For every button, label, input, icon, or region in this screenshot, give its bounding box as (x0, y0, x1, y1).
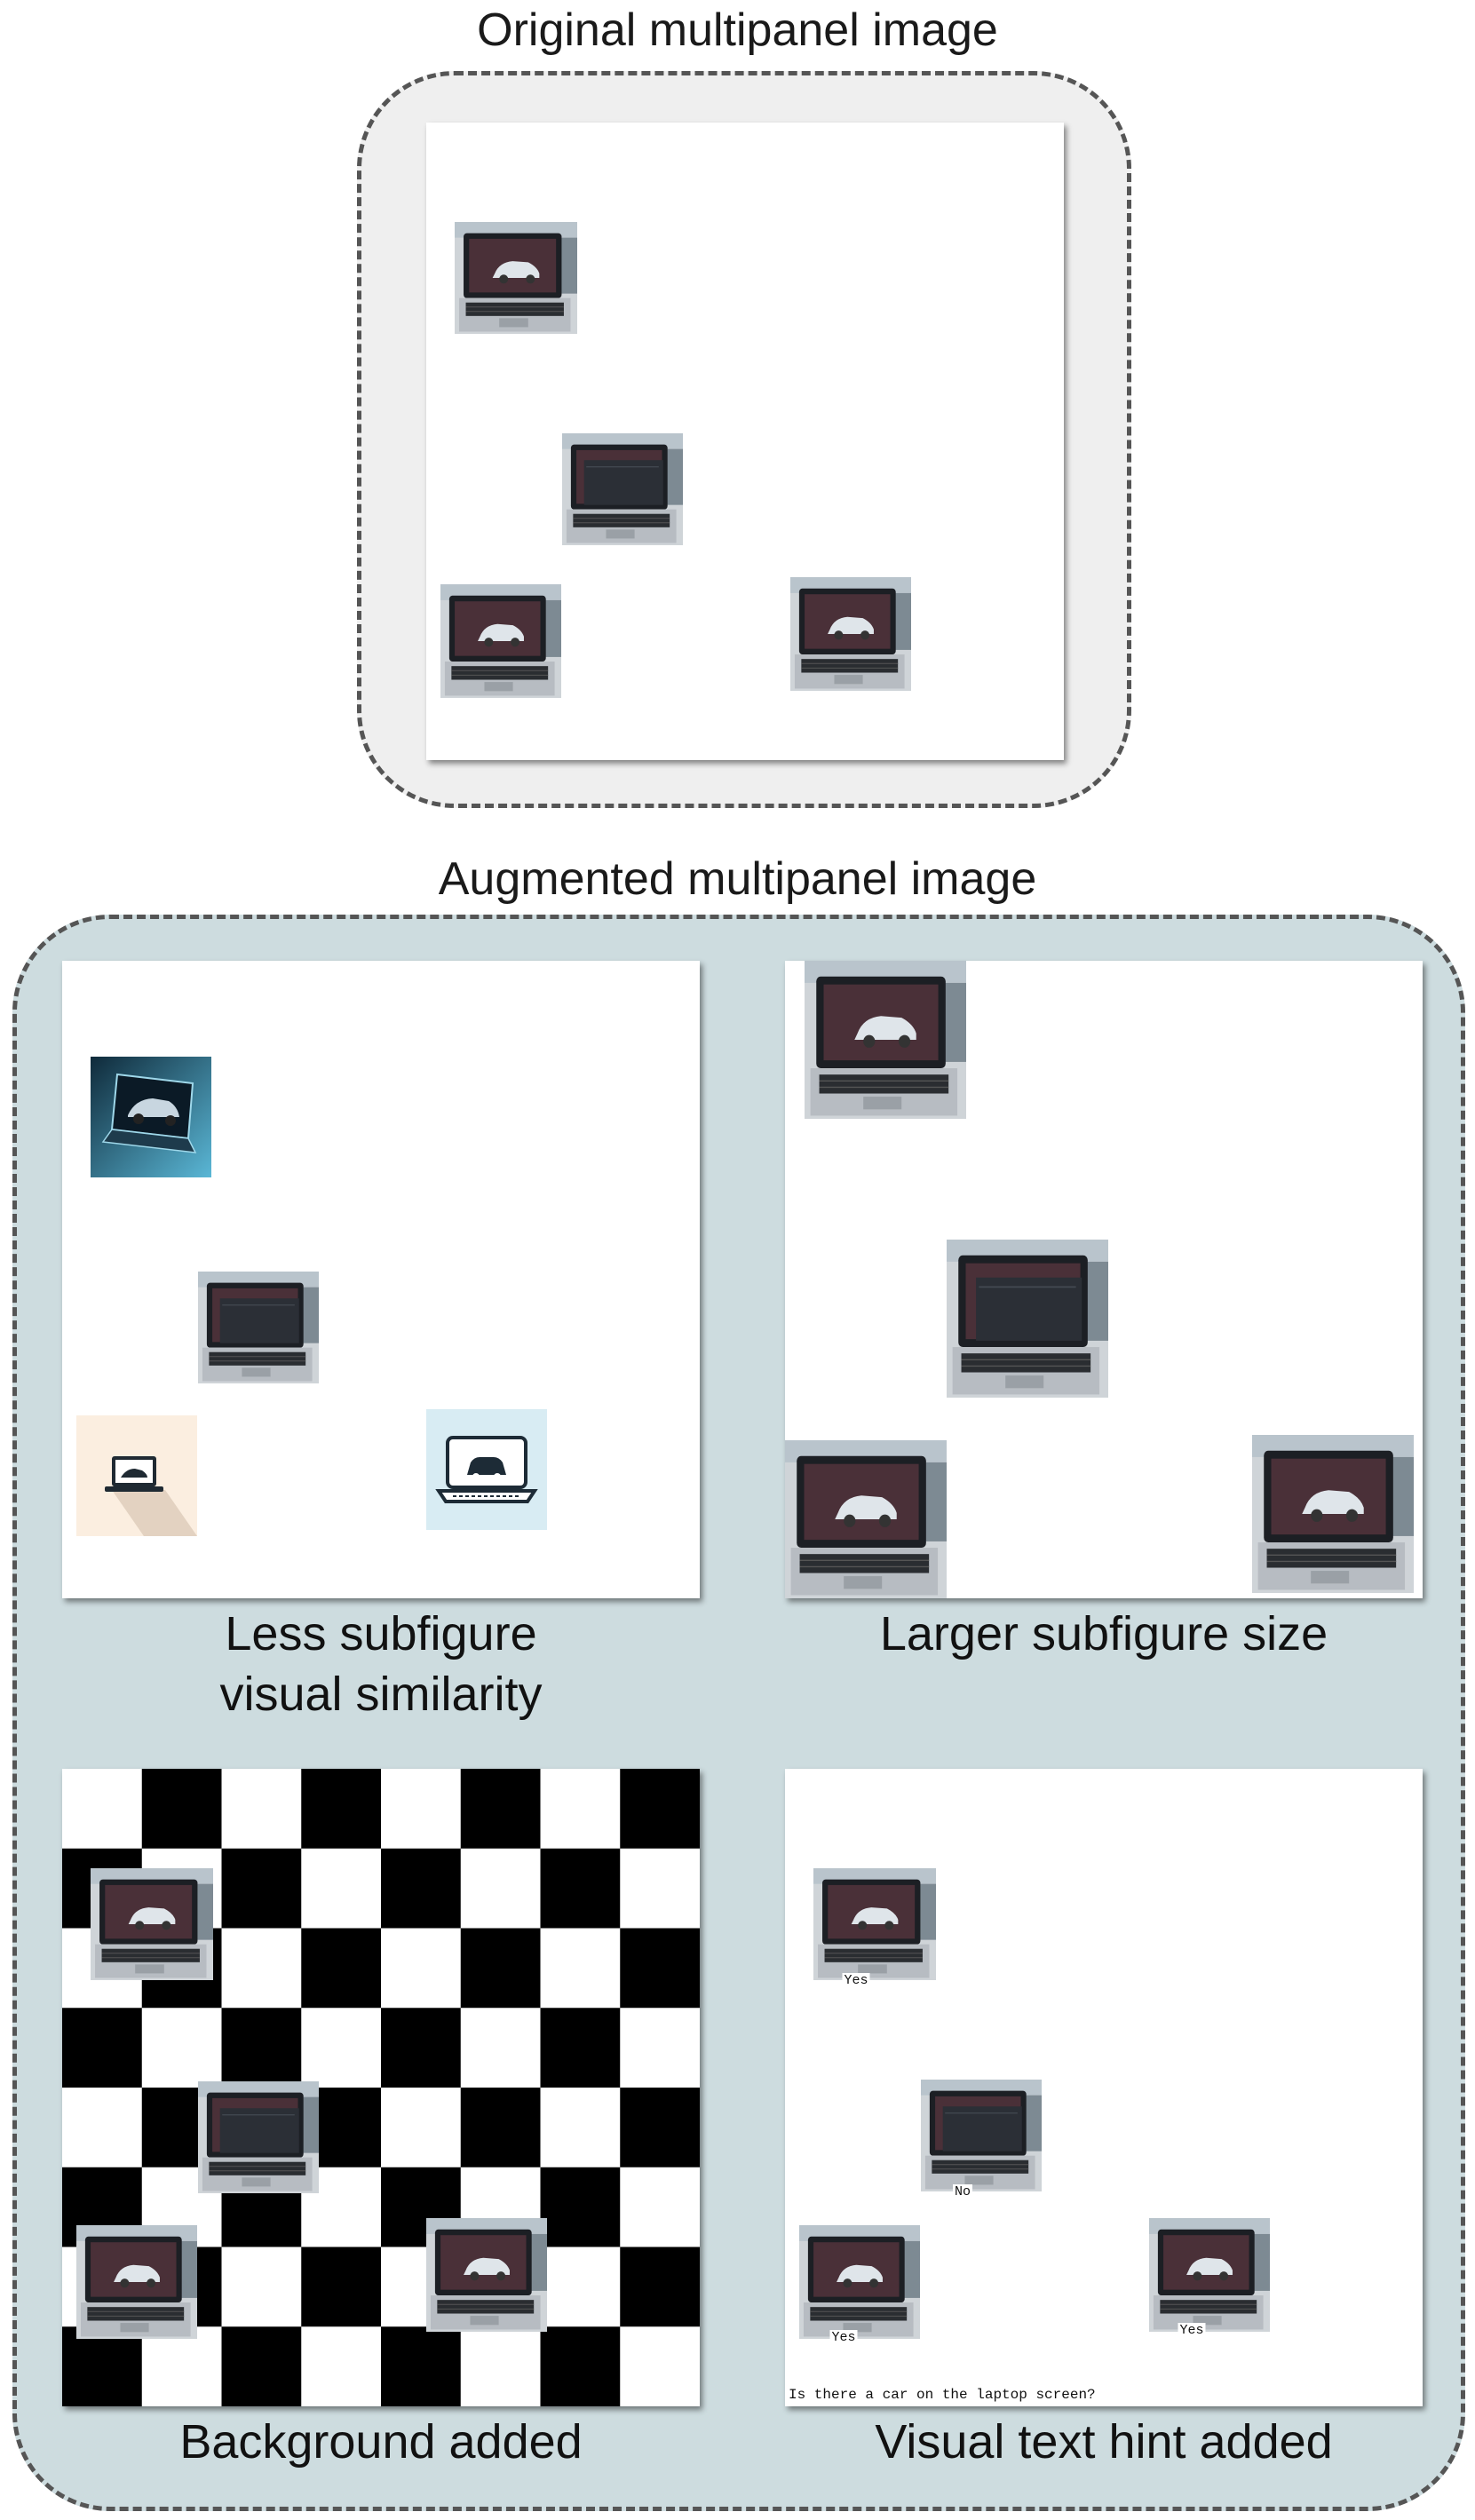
laptop-car-thumb (813, 1868, 936, 1980)
checker-square (62, 1769, 143, 1850)
illustrated-laptop-car-thumb (91, 1057, 211, 1177)
checker-square (540, 2326, 621, 2406)
checker-square (540, 2247, 621, 2327)
laptop-car-thumb (790, 577, 911, 691)
laptop-car-thumb (805, 961, 966, 1119)
checker-square (301, 1928, 382, 2009)
hint-label: Yes (842, 1973, 870, 1988)
checker-square (221, 1769, 302, 1850)
checker-square (540, 1769, 621, 1850)
checker-square (540, 2088, 621, 2168)
laptop-thumb (947, 1240, 1108, 1398)
checker-square (381, 2326, 462, 2406)
checker-square (62, 2088, 143, 2168)
laptop-car-thumb (426, 2218, 547, 2332)
checker-square (381, 1928, 462, 2009)
checker-square (460, 1769, 541, 1850)
laptop-thumb (921, 2080, 1042, 2191)
panel-background-added (62, 1769, 700, 2406)
laptop-car-thumb (455, 222, 577, 334)
checker-square (381, 1769, 462, 1850)
laptop-car-thumb (76, 2225, 197, 2339)
laptop-car-thumb (785, 1440, 947, 1598)
original-panel (426, 123, 1064, 760)
checker-square (301, 2008, 382, 2088)
flat-laptop-icon-thumb (76, 1415, 197, 1536)
checker-square (620, 1769, 700, 1850)
checker-square (620, 1848, 700, 1929)
checker-square (620, 2088, 700, 2168)
augmented-heading: Augmented multipanel image (438, 853, 1037, 905)
checker-square (301, 2326, 382, 2406)
checker-square (620, 1928, 700, 2009)
checker-square (381, 2008, 462, 2088)
hint-label: Yes (829, 2330, 858, 2345)
laptop-car-thumb (1149, 2218, 1270, 2332)
checker-square (460, 1848, 541, 1929)
checker-square (301, 1769, 382, 1850)
hint-label: Yes (1178, 2323, 1206, 2338)
checker-square (460, 2008, 541, 2088)
laptop-thumb (198, 2081, 319, 2193)
checker-square (141, 2008, 222, 2088)
laptop-car-thumb (91, 1868, 213, 1980)
checker-square (540, 2008, 621, 2088)
checker-square (221, 2326, 302, 2406)
checker-square (221, 2247, 302, 2327)
checker-square (460, 1928, 541, 2009)
panel-text-hint: Yes No Yes Yes Is there a car on the lap… (785, 1769, 1423, 2406)
caption-line: Background added (179, 2415, 583, 2468)
hint-question: Is there a car on the laptop screen? (789, 2387, 1096, 2403)
checker-square (620, 2008, 700, 2088)
checker-square (460, 2326, 541, 2406)
caption-line: visual similarity (219, 1668, 543, 1721)
checker-square (62, 2326, 143, 2406)
checker-square (460, 2088, 541, 2168)
checker-square (141, 2326, 222, 2406)
original-heading: Original multipanel image (477, 4, 998, 56)
checker-square (540, 1928, 621, 2009)
laptop-thumb (198, 1272, 319, 1383)
checker-square (221, 2008, 302, 2088)
checker-square (62, 2008, 143, 2088)
caption-line: Visual text hint added (875, 2415, 1333, 2468)
checker-square (381, 2088, 462, 2168)
checker-square (221, 1928, 302, 2009)
checker-square (221, 1848, 302, 1929)
checker-square (301, 1848, 382, 1929)
caption-line: Less subfigure (225, 1607, 537, 1660)
checker-square (141, 1769, 222, 1850)
caption-background-added: Background added (62, 2412, 700, 2472)
laptop-car-thumb (799, 2225, 920, 2339)
caption-line: Larger subfigure size (879, 1607, 1328, 1660)
caption-larger-size: Larger subfigure size (785, 1604, 1423, 1664)
panel-larger-size (785, 961, 1423, 1598)
checker-square (540, 2167, 621, 2247)
hint-label: No (952, 2184, 973, 2199)
checker-square (620, 2167, 700, 2247)
outline-laptop-car-icon-thumb (426, 1409, 547, 1530)
caption-less-similarity: Less subfigure visual similarity (62, 1604, 700, 1724)
checker-square (620, 2326, 700, 2406)
laptop-thumb (562, 433, 683, 545)
panel-less-similarity (62, 961, 700, 1598)
checker-square (301, 2247, 382, 2327)
caption-text-hint: Visual text hint added (785, 2412, 1423, 2472)
laptop-car-thumb (440, 584, 561, 698)
checker-square (381, 1848, 462, 1929)
laptop-car-thumb (1252, 1435, 1414, 1593)
checker-square (540, 1848, 621, 1929)
checker-square (620, 2247, 700, 2327)
